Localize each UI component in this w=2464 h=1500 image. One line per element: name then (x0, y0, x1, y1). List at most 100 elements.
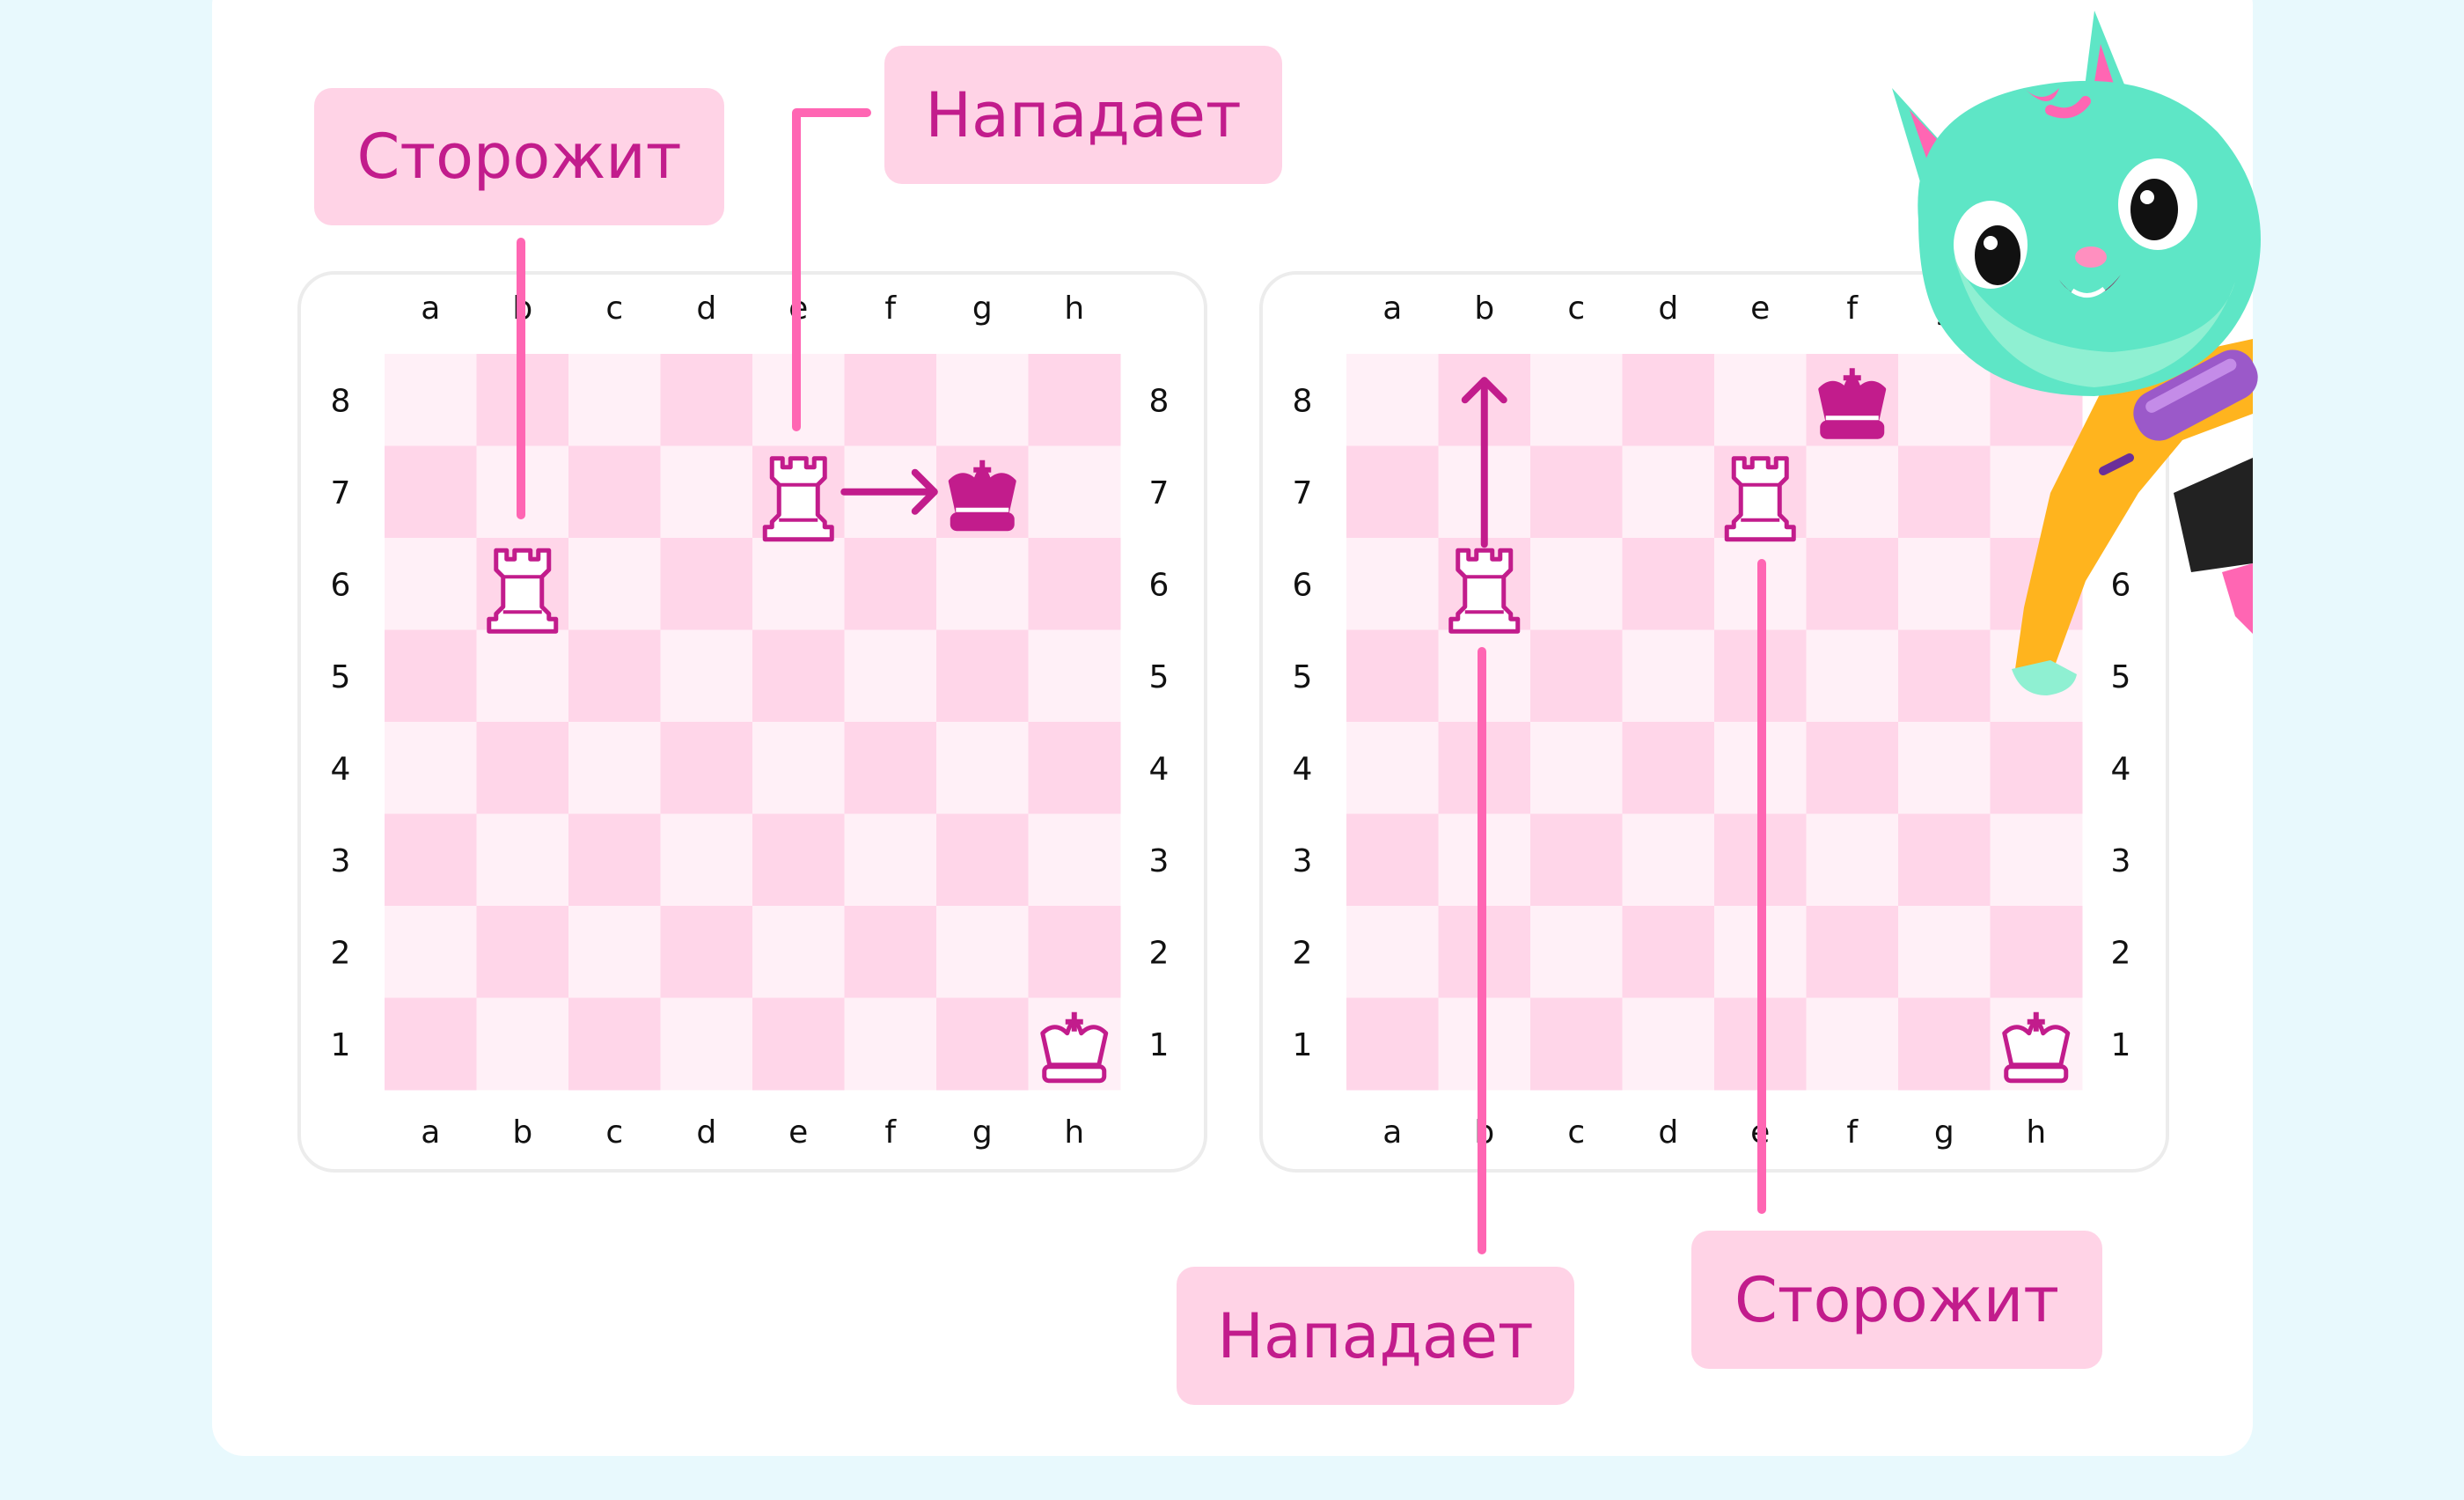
rank-label: 5 (331, 659, 351, 695)
file-label: d (696, 290, 716, 327)
rank-label: 4 (331, 751, 351, 787)
file-label: c (1567, 1114, 1585, 1151)
file-label: e (1750, 290, 1770, 327)
board-square (1028, 629, 1121, 723)
board-square (660, 813, 753, 907)
board-square (476, 629, 569, 723)
board-square (1530, 445, 1623, 539)
move-arrow (840, 468, 938, 515)
rook-icon (762, 456, 834, 542)
board-square (1622, 538, 1715, 630)
board-square (1898, 997, 1991, 1091)
board-square (1028, 813, 1121, 907)
board-square (1028, 538, 1121, 630)
board-square (1346, 813, 1439, 907)
file-label: h (1064, 290, 1084, 327)
board-square (568, 445, 661, 539)
board-square (1346, 722, 1439, 814)
rank-label: 2 (1149, 935, 1170, 971)
board-square (1622, 354, 1715, 446)
file-label: b (512, 1114, 532, 1151)
rook-icon (1448, 548, 1521, 634)
rank-label: 6 (1293, 567, 1313, 603)
board-square (1806, 813, 1899, 907)
king-icon (2002, 1011, 2071, 1084)
rank-label: 8 (1149, 383, 1170, 419)
rook-icon (487, 548, 559, 634)
board-square (568, 906, 661, 998)
file-label: a (1382, 1114, 1402, 1151)
cat-mascot (1892, 11, 2261, 695)
king-icon (948, 460, 1016, 532)
board-square (844, 906, 937, 998)
board-square (1622, 997, 1715, 1091)
board-square (936, 629, 1029, 723)
board-square (752, 629, 845, 723)
board-square (1530, 906, 1623, 998)
board-square (1346, 354, 1439, 446)
board-square (844, 997, 937, 1091)
board-square (660, 906, 753, 998)
rank-label: 3 (331, 843, 351, 879)
board-square (844, 354, 937, 446)
rank-label: 7 (1293, 475, 1313, 511)
board-square (476, 722, 569, 814)
rank-label: 8 (1293, 383, 1313, 419)
file-label: d (696, 1114, 716, 1151)
board-square (1990, 722, 2083, 814)
board-square (1622, 629, 1715, 723)
file-label: b (1474, 290, 1494, 327)
file-label: c (1567, 290, 1585, 327)
board-square (568, 722, 661, 814)
rank-label: 6 (1149, 567, 1170, 603)
board-square (1714, 354, 1807, 446)
rank-label: 3 (1149, 843, 1170, 879)
board-square (1898, 722, 1991, 814)
rank-label: 1 (1149, 1027, 1170, 1063)
board-square (1898, 629, 1991, 723)
board-square (1346, 629, 1439, 723)
board-square (476, 813, 569, 907)
file-label: f (884, 1114, 897, 1151)
board-square (1806, 445, 1899, 539)
file-label: f (884, 290, 897, 327)
king-icon (1040, 1011, 1109, 1084)
rank-label: 2 (331, 935, 351, 971)
file-label: a (421, 1114, 440, 1151)
file-label: c (605, 1114, 623, 1151)
move-arrow (1461, 377, 1507, 548)
board-square (385, 813, 477, 907)
rank-label: 1 (331, 1027, 351, 1063)
connector-line (792, 108, 871, 431)
board-square (1346, 445, 1439, 539)
board-square (1028, 445, 1121, 539)
board-square (385, 906, 477, 998)
file-label: a (1382, 290, 1402, 327)
rank-label: 6 (2111, 567, 2131, 603)
board-square (752, 906, 845, 998)
rank-label: 3 (2111, 843, 2131, 879)
board-square (476, 997, 569, 1091)
board-square (1990, 906, 2083, 998)
board-square (1898, 906, 1991, 998)
file-label: g (1934, 1114, 1954, 1151)
board-square (1898, 538, 1991, 630)
board-square (1346, 538, 1439, 630)
file-label: g (972, 290, 993, 327)
board-square (1806, 538, 1899, 630)
board-square (1028, 906, 1121, 998)
board-square (1990, 813, 2083, 907)
board-square (1346, 997, 1439, 1091)
rank-label: 3 (1293, 843, 1313, 879)
board-square (1622, 445, 1715, 539)
board-square (936, 538, 1029, 630)
board-square (660, 629, 753, 723)
rank-label: 4 (1149, 751, 1170, 787)
rook-icon (1724, 456, 1796, 542)
board-square (1530, 813, 1623, 907)
king-icon (1818, 368, 1887, 439)
file-label: d (1658, 290, 1678, 327)
board-square (568, 354, 661, 446)
board-square (844, 813, 937, 907)
